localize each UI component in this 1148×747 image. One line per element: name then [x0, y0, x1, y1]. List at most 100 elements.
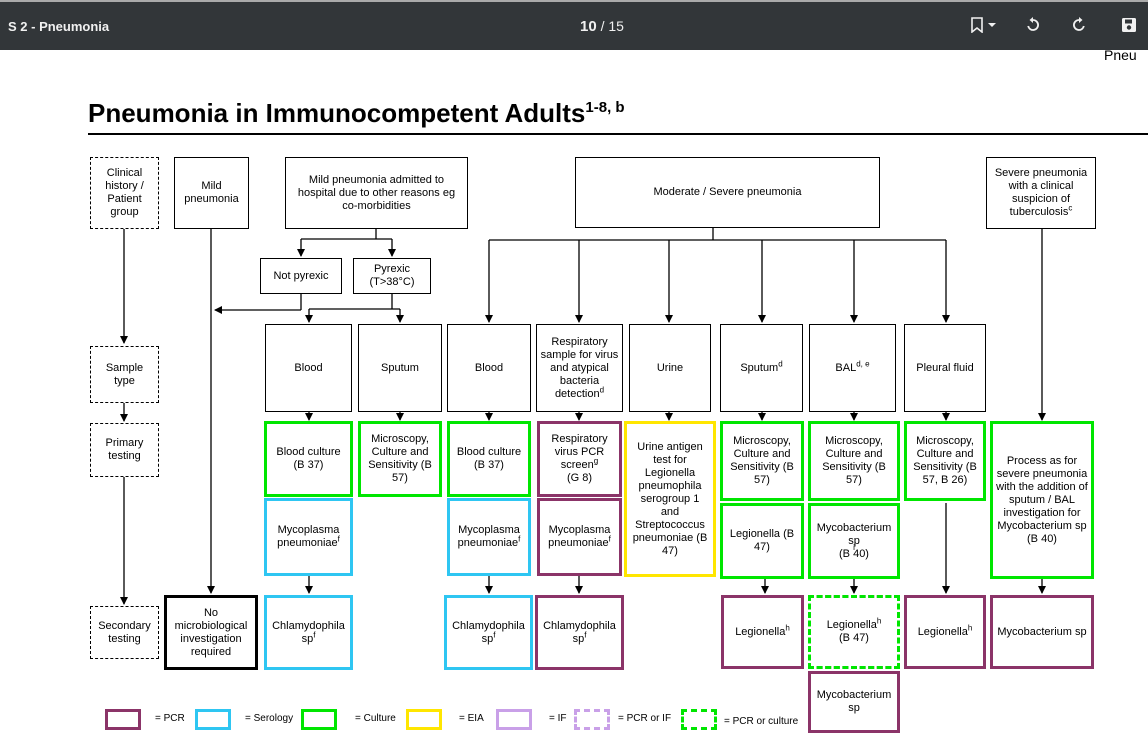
test-tb-process: Process as for severe pneumonia with the…: [990, 421, 1094, 579]
legionella-c-sup: h: [967, 622, 973, 632]
chevron-down-icon: [988, 23, 996, 27]
rotate-right-button[interactable]: [1064, 12, 1094, 38]
legionella-a-label: Legionella: [735, 625, 786, 638]
rotate-left-icon: [1027, 17, 1039, 31]
secondary-chlamydophila-1: Chlamydophila spf: [264, 595, 353, 670]
bal-label: BAL: [835, 361, 857, 374]
respiratory-sup: d: [599, 384, 605, 394]
bookmark-icon: [971, 17, 983, 33]
legionella-b-sup: h: [876, 616, 882, 626]
legend-swatch-pcr-or-culture: [681, 709, 717, 730]
secondary-legionella-pcr-2: Legionellah: [904, 595, 986, 669]
page-title-text: Pneumonia in Immunocompetent Adults: [88, 98, 586, 128]
test-mycoplasma-1: Mycoplasma pneumoniaef: [264, 498, 353, 576]
secondary-chlamydophila-2: Chlamydophila spf: [444, 595, 533, 670]
window-top-border: [0, 0, 1148, 2]
bookmark-dropdown[interactable]: [982, 12, 1002, 38]
legend-swatch-eia: [406, 709, 442, 730]
test-legionella-culture: Legionella (B 47): [720, 503, 804, 579]
bookmark-button[interactable]: [962, 12, 992, 38]
group-pyrexic: Pyrexic(T>38°C): [353, 258, 431, 294]
group-mild-pneumonia: Mild pneumonia: [174, 157, 249, 229]
chlamydophila-1-label: Chlamydophila sp: [272, 619, 345, 645]
rotate-right-icon: [1073, 17, 1085, 31]
title-underline: [88, 133, 1148, 135]
legionella-b-ref: (B 47): [839, 632, 869, 644]
page-separator: /: [600, 18, 605, 34]
mycobacterium-culture-ref: (B 40): [839, 547, 869, 560]
document-title: S 2 - Pneumonia: [8, 19, 110, 34]
row-label-secondary: Secondary testing: [90, 606, 159, 659]
test-mcs-3: Microscopy, Culture and Sensitivity (B 5…: [808, 421, 900, 501]
sample-blood-1: Blood: [265, 324, 352, 412]
bal-sup: d, e: [856, 358, 870, 368]
sputum-2-label: Sputum: [740, 361, 779, 374]
test-blood-culture-2: Blood culture (B 37): [447, 421, 531, 497]
legend-label-if: = IF: [549, 713, 567, 724]
mycoplasma-3-label: Mycoplasma pneumoniae: [548, 524, 611, 549]
test-resp-virus-pcr: Respiratory virus PCR screeng(G 8): [537, 421, 622, 497]
mycoplasma-1-label: Mycoplasma pneumoniae: [277, 524, 340, 549]
legend-swatch-pcr-or-if: [574, 709, 610, 730]
secondary-chlamydophila-3: Chlamydophila spf: [535, 595, 624, 670]
sample-blood-2: Blood: [447, 324, 531, 412]
chlamydophila-2-sup: f: [493, 629, 496, 639]
chlamydophila-3-label: Chlamydophila sp: [543, 619, 616, 645]
tb-label: Severe pneumonia with a clinical suspici…: [994, 167, 1088, 218]
sample-bal: BALd, e: [809, 324, 896, 412]
chlamydophila-2-label: Chlamydophila sp: [452, 619, 525, 645]
sample-sputum-1: Sputum: [358, 324, 442, 412]
resp-pcr-label: Respiratory virus PCR screen: [551, 433, 608, 471]
legend-swatch-serology: [195, 709, 231, 730]
mycoplasma-2-label: Mycoplasma pneumoniae: [457, 524, 520, 549]
page-title: Pneumonia in Immunocompetent Adults1-8, …: [88, 98, 625, 129]
rotate-left-button[interactable]: [1018, 12, 1048, 38]
resp-pcr-sup: g: [593, 456, 599, 466]
cropped-header-text: Pneu: [1104, 47, 1137, 63]
secondary-mycobacterium-bal: Mycobacterium sp: [808, 671, 900, 733]
secondary-legionella-pcr-or-culture: Legionellah (B 47): [808, 595, 900, 669]
legend-swatch-culture: [301, 709, 337, 730]
mycoplasma-3-sup: f: [608, 534, 611, 544]
save-icon: [1122, 18, 1136, 32]
save-button[interactable]: [1114, 12, 1144, 38]
test-urine-antigen: Urine antigen test for Legionella pneumo…: [624, 421, 716, 577]
mycoplasma-2-sup: f: [518, 534, 521, 544]
chlamydophila-1-sup: f: [313, 629, 316, 639]
legend-label-culture: = Culture: [355, 713, 396, 724]
resp-pcr-ref: (G 8): [566, 472, 593, 484]
sputum-2-sup: d: [778, 358, 783, 368]
legend-label-pcr-or-if: = PCR or IF: [618, 713, 672, 724]
sample-sputum-2: Sputumd: [720, 324, 803, 412]
row-label-sample-type: Sample type: [90, 346, 159, 403]
respiratory-label: Respiratory sample for virus and atypica…: [540, 335, 619, 400]
sample-urine: Urine: [629, 324, 711, 412]
chlamydophila-3-sup: f: [584, 629, 587, 639]
legend-label-eia: = EIA: [459, 713, 484, 724]
mycoplasma-1-sup: f: [337, 534, 340, 544]
legend-swatch-pcr: [105, 709, 141, 730]
test-blood-culture-1: Blood culture (B 37): [264, 421, 353, 497]
row-label-clinical: Clinical history / Patient group: [90, 157, 159, 229]
legionella-b-label: Legionella: [826, 619, 877, 631]
sample-respiratory: Respiratory sample for virus and atypica…: [536, 324, 623, 412]
group-tuberculosis: Severe pneumonia with a clinical suspici…: [986, 157, 1096, 229]
secondary-none-required: No microbiological investigation require…: [164, 595, 258, 670]
legend-label-serology: = Serology: [245, 713, 294, 724]
page-indicator: 10 / 15: [580, 18, 624, 35]
legionella-c-label: Legionella: [917, 625, 968, 638]
test-mcs-4: Microscopy, Culture and Sensitivity (B 5…: [904, 421, 986, 501]
legend-label-pcr-or-culture: = PCR or culture: [724, 716, 799, 727]
pdf-toolbar: S 2 - Pneumonia 10 / 15: [0, 0, 1148, 50]
test-mcs-2: Microscopy, Culture and Sensitivity (B 5…: [720, 421, 804, 501]
legend-label-pcr: = PCR: [155, 713, 185, 724]
legend-swatch-if: [496, 709, 532, 730]
current-page[interactable]: 10: [580, 18, 597, 35]
pyrexic-label: Pyrexic: [373, 263, 411, 275]
page-title-refs: 1-8, b: [585, 99, 625, 116]
test-mycoplasma-2: Mycoplasma pneumoniaef: [447, 498, 531, 576]
mycobacterium-culture-label: Mycobacterium sp: [816, 521, 892, 547]
secondary-legionella-pcr-1: Legionellah: [721, 595, 804, 669]
group-admitted: Mild pneumonia admitted to hospital due …: [285, 157, 468, 229]
